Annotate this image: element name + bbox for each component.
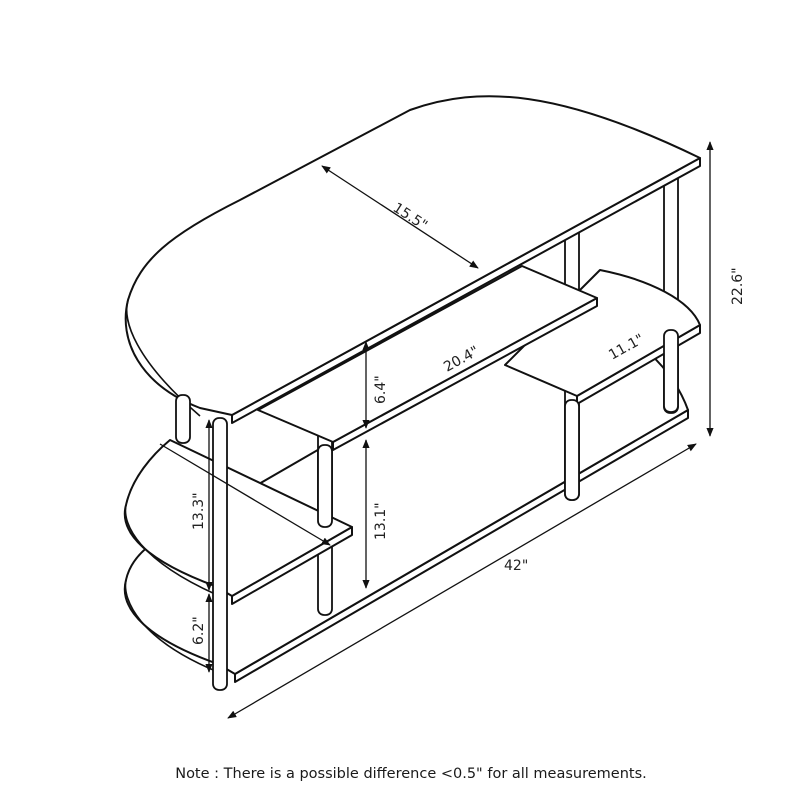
dim-total-height: 22.6" — [730, 267, 746, 305]
measurement-note: Note : There is a possible difference <0… — [175, 766, 647, 782]
dimension-lines — [159, 141, 714, 719]
dim-middle-shelf-clearance: 6.4" — [373, 375, 389, 404]
dim-total-width: 42" — [504, 558, 528, 574]
dim-left-upper-clearance: 13.3" — [191, 492, 207, 530]
dim-center-lower-clearance: 13.1" — [373, 502, 389, 540]
dim-bottom-clearance: 6.2" — [191, 616, 207, 645]
